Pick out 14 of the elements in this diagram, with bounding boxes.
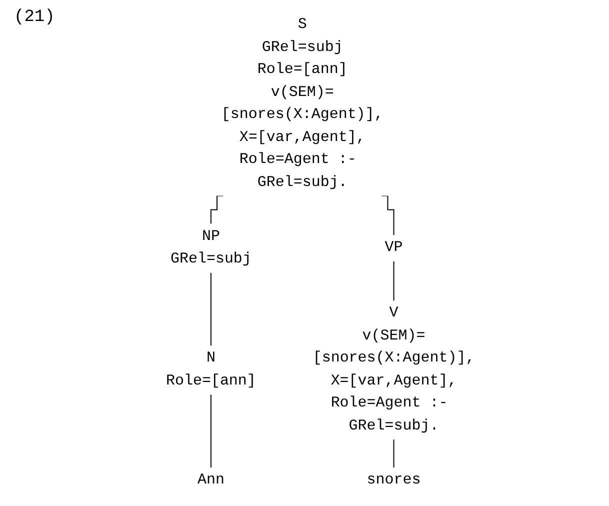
connector bbox=[210, 394, 212, 468]
node-text: Ann bbox=[198, 472, 225, 488]
node-text: NP GRel=subj bbox=[170, 228, 252, 268]
connector bbox=[381, 195, 394, 236]
node-text: N Role=[ann] bbox=[166, 350, 256, 390]
connector bbox=[210, 195, 224, 224]
node-text: snores bbox=[366, 472, 421, 488]
connector bbox=[393, 439, 394, 468]
node-text: VP bbox=[384, 239, 403, 256]
connector bbox=[393, 260, 394, 302]
connector bbox=[210, 272, 212, 346]
example-number: (21) bbox=[14, 8, 55, 27]
node-text: V v(SEM)=[snores(X:Agent)], X=[var,Agent], Role=Agent :- GRel=subj. bbox=[313, 304, 475, 434]
node-text: S GRel=subj Role=[ann] v(SEM)=[snores(X:Agent)], X=[var,Agent], Role=Agent :- GRel=subj. bbox=[222, 16, 384, 190]
